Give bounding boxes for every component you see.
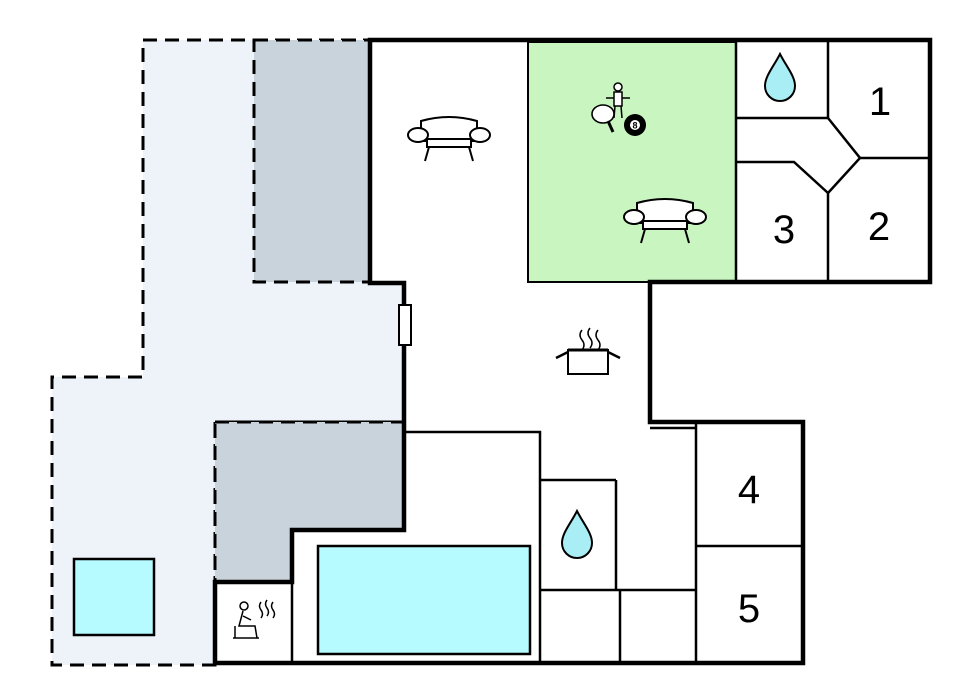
water-drop-icon xyxy=(763,51,797,102)
outer-walls xyxy=(212,37,933,666)
room-number-5: 5 xyxy=(738,587,760,631)
pool xyxy=(316,544,532,656)
side-door xyxy=(398,304,412,346)
room-number-1: 1 xyxy=(869,80,891,124)
room-number-3: 3 xyxy=(773,208,795,252)
covered-terrace-upper xyxy=(252,38,372,284)
sofa-icon xyxy=(623,198,707,244)
cooking-pot-icon xyxy=(555,327,621,375)
billiard-ball-number: 8 xyxy=(632,121,637,131)
sofa-icon xyxy=(407,116,491,162)
activity-room xyxy=(527,41,737,283)
hot-tub xyxy=(72,557,156,637)
sauna-icon xyxy=(233,599,276,639)
water-drop-icon xyxy=(560,508,594,559)
room-number-4: 4 xyxy=(738,468,760,512)
inner-walls xyxy=(290,40,930,663)
games-icon: 8 xyxy=(591,82,646,136)
room-number-2: 2 xyxy=(868,205,890,249)
